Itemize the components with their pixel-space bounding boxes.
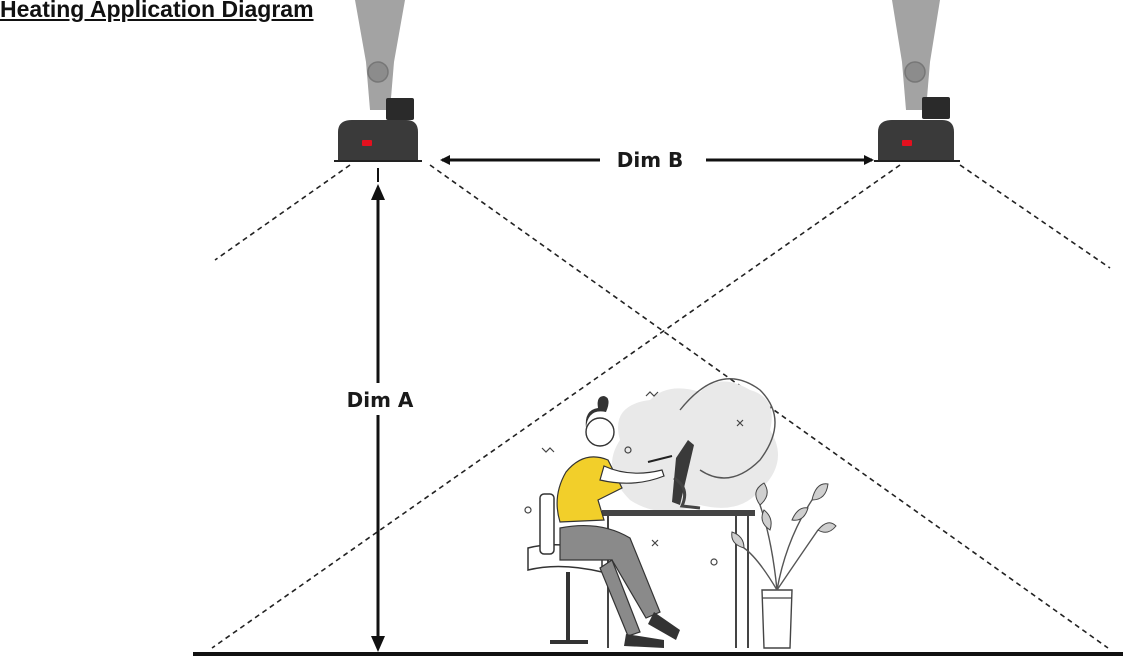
plant-pot (761, 589, 793, 649)
plant-leaves (731, 482, 837, 549)
plant-stems (743, 499, 819, 591)
dim-a-top-arrowhead (371, 184, 385, 200)
stylus (647, 455, 673, 463)
person-shoes (624, 612, 680, 648)
dim-a-label: Dim A (347, 388, 414, 412)
diagram-title: Heating Application Diagram (0, 0, 314, 22)
cloud-doodle (679, 378, 776, 479)
left-heater (334, 0, 422, 162)
person-head (585, 417, 615, 447)
right-heater-mount (892, 0, 940, 110)
right-heater-control-box (922, 97, 950, 119)
person-at-desk-illustration (524, 378, 837, 649)
right-heater-indicator (902, 140, 912, 146)
left-heater-control-box (386, 98, 414, 120)
decor-circle-3 (710, 558, 718, 566)
person-arm (599, 465, 665, 484)
dim-a-arrow: Dim A (340, 168, 416, 652)
decor-squiggle-1 (541, 391, 659, 453)
monitor (672, 440, 694, 505)
left-heater-pivot (367, 61, 389, 83)
chair-back (539, 493, 555, 555)
dim-a-bottom-arrowhead (371, 636, 385, 652)
decor-circle-1 (624, 446, 632, 454)
right-heater-inner-edge (211, 164, 901, 649)
dim-a-label-bg (340, 383, 416, 415)
dim-b-label: Dim B (617, 148, 684, 172)
left-heater-mount (355, 0, 405, 110)
right-heater-pivot (904, 61, 926, 83)
right-heater-body (878, 120, 954, 160)
left-heater-outer-edge (214, 164, 351, 261)
decor-circle-2 (524, 506, 532, 514)
right-heater-outer-edge (959, 164, 1111, 269)
dim-b-arrow: Dim B (440, 148, 874, 172)
person-legs (559, 524, 661, 619)
left-heater-body (338, 120, 418, 160)
background-cloud (612, 381, 778, 512)
monitor-stand (673, 476, 701, 510)
decor-cross-1 (651, 419, 744, 547)
person-hair (585, 396, 609, 428)
right-heater (874, 0, 960, 162)
left-heater-indicator (362, 140, 372, 146)
